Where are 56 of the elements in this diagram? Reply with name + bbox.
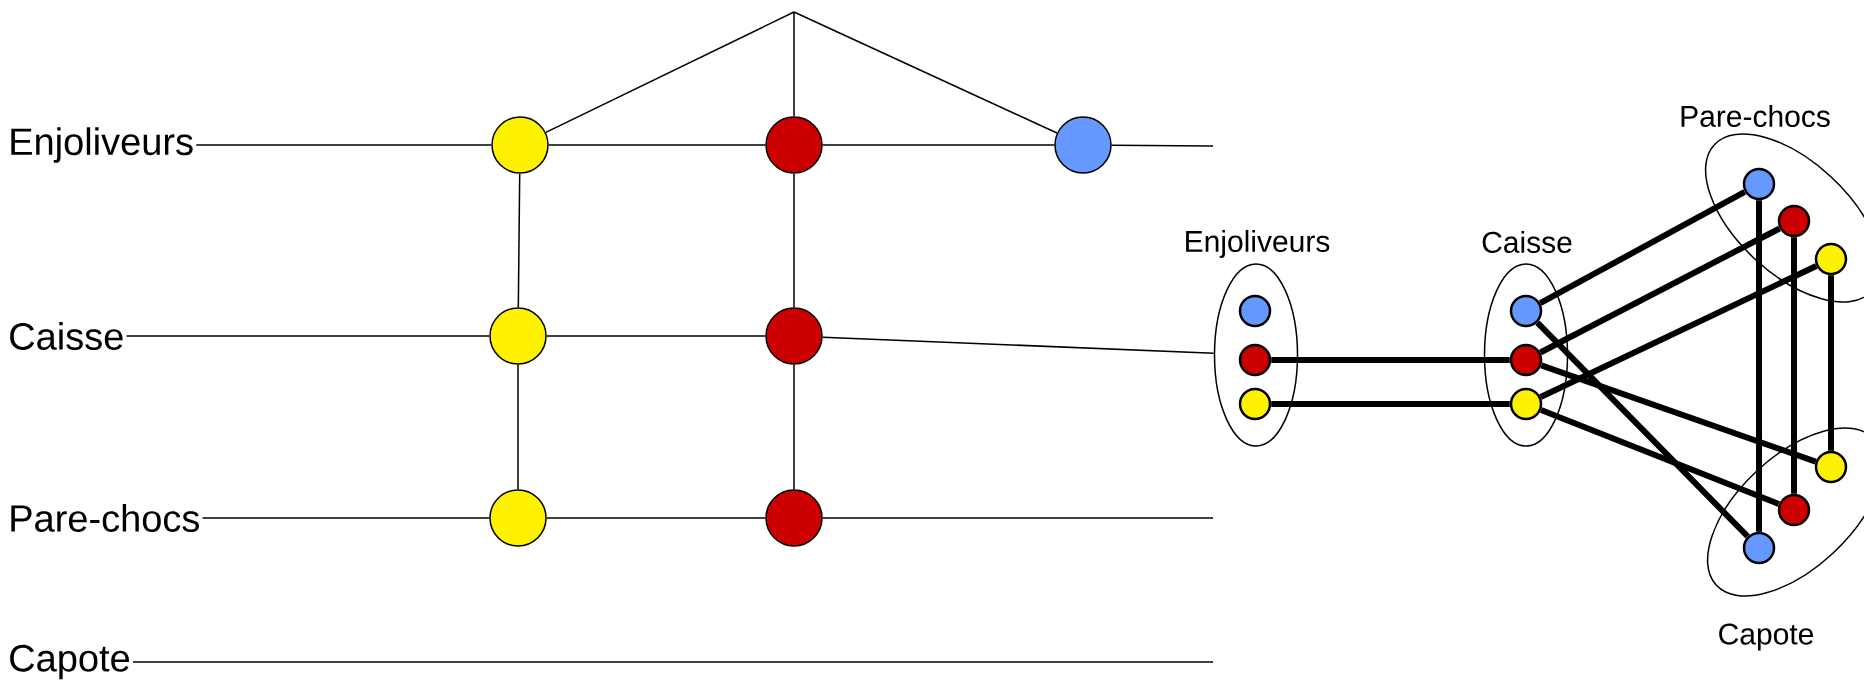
connector-line (546, 517, 766, 519)
circle (1509, 343, 1543, 377)
group-label: Caisse (1482, 231, 1572, 253)
circle (1238, 387, 1272, 421)
group-label: Pare-chocs (1681, 105, 1830, 127)
connector-line (1539, 225, 1781, 356)
connector-line (1828, 275, 1834, 451)
circle (765, 307, 823, 365)
connector-line (195, 144, 492, 146)
row-label: Capote (10, 644, 130, 680)
connector-line (1756, 200, 1762, 532)
connector-line (1540, 362, 1817, 465)
connector-line (545, 11, 795, 134)
circle (489, 307, 547, 365)
connector-line (793, 11, 1058, 134)
row-label: Pare-chocs (11, 504, 199, 532)
circle (491, 116, 549, 174)
connector-line (1539, 263, 1818, 400)
connector-line (125, 335, 490, 337)
circle (1054, 116, 1112, 174)
circle (1509, 387, 1543, 421)
circle (1509, 294, 1543, 328)
connector-line (822, 517, 1214, 519)
group-label: Enjoliveurs (1186, 230, 1330, 258)
circle (1742, 167, 1776, 201)
circle (765, 489, 823, 547)
connector-line (1271, 401, 1510, 407)
connector-line (793, 173, 795, 308)
circle (1814, 242, 1848, 276)
connector-line (201, 517, 490, 519)
circle (1238, 343, 1272, 377)
circle (765, 116, 823, 174)
connector-line (548, 144, 766, 146)
connector-line (132, 661, 1214, 663)
connector-line (1271, 357, 1510, 363)
connector-line (517, 364, 519, 490)
connector-line (517, 173, 521, 308)
connector-line (793, 364, 795, 490)
connector-line (1538, 189, 1747, 306)
group-label: Capote (1719, 623, 1814, 651)
circle (489, 489, 547, 547)
connector-line (822, 336, 1215, 354)
connector-line (822, 144, 1055, 146)
connector-line (1111, 144, 1214, 147)
circle (1814, 450, 1848, 484)
connector-line (1535, 320, 1750, 539)
connector-line (1540, 407, 1780, 507)
row-label: Caisse (10, 322, 123, 350)
connector-line (793, 11, 795, 117)
row-label: Enjoliveurs (11, 127, 193, 163)
circle (1238, 294, 1272, 328)
circle (1742, 531, 1776, 565)
circle (1777, 204, 1811, 238)
connector-line (1791, 237, 1797, 494)
connector-line (546, 335, 766, 337)
circle (1777, 493, 1811, 527)
